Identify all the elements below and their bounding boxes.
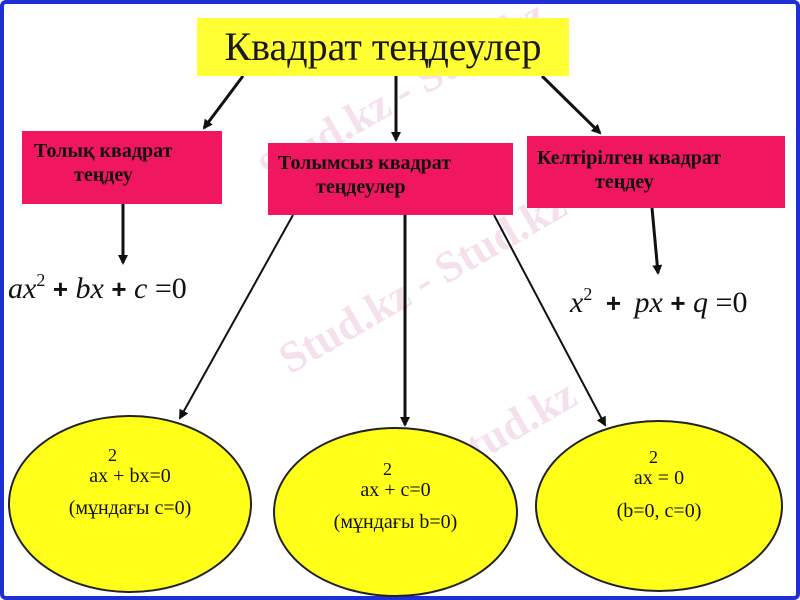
- formula-reduced-c: q: [693, 286, 709, 319]
- formula-reduced-exp: 2: [583, 284, 593, 304]
- box-reduced-line2: теңдеу: [595, 171, 654, 193]
- arrow-title-to-reduced: [540, 74, 602, 135]
- arrow-reduced-to-formula: [650, 207, 663, 275]
- box-reduced-line1: Келтірілген квадрат: [537, 147, 722, 169]
- arrow-title-to-full: [202, 75, 245, 130]
- formula-full-b: bx: [75, 272, 104, 305]
- arrow-incomplete-to-ellipse-3: [493, 214, 606, 427]
- ellipse-2-line2: (мұндағы b=0): [333, 511, 458, 533]
- slide-title: Квадрат теңдеулер: [197, 18, 569, 76]
- formula-reduced-b: px: [634, 286, 663, 319]
- ellipse-3-exp: 2: [649, 447, 658, 467]
- formula-reduced-plus2: +: [670, 288, 686, 318]
- box-incomplete-line1: Толымсыз квадрат: [278, 152, 452, 174]
- formula-full-c: c: [134, 272, 148, 305]
- formula-full-eq: =0: [154, 272, 187, 305]
- ellipse-2-exp: 2: [383, 459, 392, 479]
- box-full-quadratic: Толық квадрат теңдеу: [22, 131, 222, 204]
- box-full-line2: теңдеу: [74, 164, 133, 186]
- ellipse-1-line1: ax + bx=0: [89, 465, 171, 487]
- formula-full: ax2 + bx + c =0: [8, 270, 187, 306]
- ellipse-2-line1: ax + c=0: [360, 479, 431, 501]
- formula-reduced: x2 + px + q =0: [570, 284, 748, 320]
- formula-full-a: ax: [8, 272, 37, 305]
- formula-reduced-eq: =0: [715, 286, 748, 319]
- formula-full-exp: 2: [36, 270, 46, 290]
- formula-full-plus1: +: [52, 274, 69, 304]
- ellipse-1-line2: (мұндағы с=0): [68, 497, 192, 519]
- formula-full-plus2: +: [111, 274, 127, 304]
- ellipse-case-c-zero: 2 ax + bx=0 (мұндағы с=0): [8, 415, 252, 593]
- formula-reduced-a: x: [570, 286, 584, 319]
- box-incomplete-quadratic: Толымсыз квадрат теңдеулер: [268, 143, 513, 215]
- ellipse-1-exp: 2: [108, 445, 117, 465]
- ellipse-case-b-zero: 2 ax + c=0 (мұндағы b=0): [273, 427, 518, 597]
- ellipse-3-line1: ax = 0: [633, 467, 685, 489]
- arrow-incomplete-to-ellipse-1: [179, 214, 294, 420]
- ellipse-3-line2: (b=0, c=0): [616, 500, 702, 522]
- formula-reduced-plus1: +: [605, 288, 622, 318]
- box-full-line1: Толық квадрат: [34, 140, 173, 162]
- ellipse-case-bc-zero: 2 ax = 0 (b=0, c=0): [535, 420, 783, 592]
- box-reduced-quadratic: Келтірілген квадрат теңдеу: [527, 136, 785, 208]
- box-incomplete-line2: теңдеулер: [316, 176, 406, 198]
